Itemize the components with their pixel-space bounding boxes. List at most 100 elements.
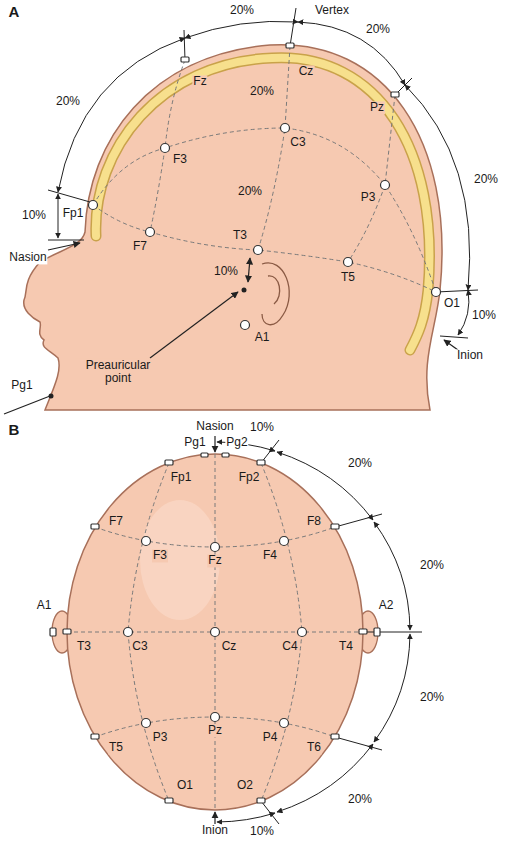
electrode-label: T3 — [232, 229, 248, 242]
electrode — [331, 734, 339, 739]
electrode-label: C3 — [131, 640, 148, 653]
measurement-arc — [405, 85, 470, 290]
electrode-label: T3 — [76, 640, 92, 653]
electrode-grid-line — [67, 454, 363, 810]
electrode — [391, 92, 399, 97]
electrode — [211, 628, 220, 637]
head-top-view — [67, 454, 363, 810]
percent-label: 20% — [249, 85, 275, 98]
electrode — [50, 628, 56, 636]
panel-letter: A — [8, 4, 21, 21]
electrode — [142, 719, 151, 728]
electrode — [331, 524, 339, 529]
measurement-arc — [374, 522, 410, 630]
landmark-dot — [49, 394, 54, 399]
electrode — [91, 524, 99, 529]
panel-letter: B — [8, 422, 21, 439]
electrode-label: Fp1 — [62, 207, 85, 220]
measurement-arc — [374, 634, 410, 742]
percent-label: 10% — [249, 825, 275, 838]
measurement-arc — [217, 813, 275, 822]
electrode-label: Pg1 — [183, 436, 206, 449]
tick-line — [436, 290, 478, 292]
landmark-label: Inion — [201, 824, 229, 837]
landmark-label: Inion — [456, 349, 484, 362]
electrode-label: Pz — [207, 724, 223, 737]
electrode-label: Pz — [369, 101, 385, 114]
electrode — [165, 798, 173, 803]
measurement-arc — [58, 194, 59, 238]
landmark-label: Nasion — [8, 251, 47, 264]
electrode-label: F7 — [108, 515, 124, 528]
electrode-label: P3 — [360, 191, 377, 204]
electrode-grid-line — [93, 128, 436, 292]
electrode — [89, 43, 441, 330]
percent-label: 10% — [471, 309, 497, 322]
electrode-label: Pg1 — [10, 379, 33, 392]
percent-label: 20% — [419, 691, 445, 704]
pointer-arrow — [248, 258, 250, 282]
electrode-label: F8 — [306, 515, 322, 528]
measurement-arc — [58, 38, 185, 192]
percent-label: 10% — [249, 421, 275, 434]
electrode-label: F3 — [152, 549, 168, 562]
measurement-arc — [185, 21, 298, 38]
electrode-label: T4 — [338, 640, 354, 653]
electrode-label: Pg2 — [225, 436, 248, 449]
electrode-label: P4 — [262, 731, 279, 744]
electrode — [241, 321, 250, 330]
electrode-label: Cz — [221, 640, 238, 653]
electrode — [432, 288, 441, 297]
electrode — [211, 543, 220, 552]
electrode-grid-line — [93, 205, 436, 292]
electrode-label: Fz — [192, 75, 207, 88]
head-profile — [24, 45, 442, 410]
percent-label: 20% — [347, 457, 373, 470]
skull-band — [96, 58, 430, 350]
tick-line — [363, 632, 422, 633]
electrode — [381, 181, 390, 190]
percent-label: 20% — [419, 559, 445, 572]
ear — [268, 276, 280, 304]
tick-line — [48, 8, 478, 338]
electrode-label: A1 — [36, 599, 53, 612]
electrode-grid-line — [128, 463, 169, 801]
percent-label: 20% — [365, 23, 391, 36]
tick-line — [48, 190, 90, 202]
electrode — [201, 453, 208, 457]
electrode-label: O2 — [236, 779, 254, 792]
electrode — [50, 453, 380, 803]
tick-line — [261, 801, 279, 824]
landmark-label: Vertex — [314, 4, 350, 17]
electrode — [211, 713, 220, 722]
electrode — [181, 57, 189, 62]
electrode-label: F7 — [132, 240, 148, 253]
electrode-label: T5 — [108, 741, 124, 754]
pointer-arrow — [48, 243, 80, 250]
measurement-arc — [298, 22, 405, 85]
percent-label: 20% — [473, 173, 499, 186]
tick-line — [440, 336, 468, 338]
measurement-arc — [58, 21, 470, 335]
electrode — [298, 628, 307, 637]
percent-label: 20% — [347, 793, 373, 806]
electrode — [146, 228, 155, 237]
electrode-label: A2 — [378, 599, 395, 612]
electrode-label: C4 — [281, 640, 298, 653]
electrode — [63, 629, 71, 634]
electrode-label: A1 — [254, 331, 271, 344]
ear — [262, 263, 289, 325]
electrode-grid-line — [348, 95, 395, 262]
electrode — [89, 201, 98, 210]
electrode-grid-line — [261, 463, 302, 801]
skull-band — [96, 58, 430, 350]
percent-label: 20% — [229, 4, 255, 17]
landmark-dot — [242, 288, 247, 293]
percent-label: 10% — [21, 209, 47, 222]
electrode — [286, 43, 294, 48]
percent-label: 20% — [55, 95, 81, 108]
electrode — [91, 734, 99, 739]
electrode-label: T6 — [306, 741, 322, 754]
electrode-label: Fp2 — [238, 471, 261, 484]
electrode-label: Fz — [207, 554, 222, 567]
